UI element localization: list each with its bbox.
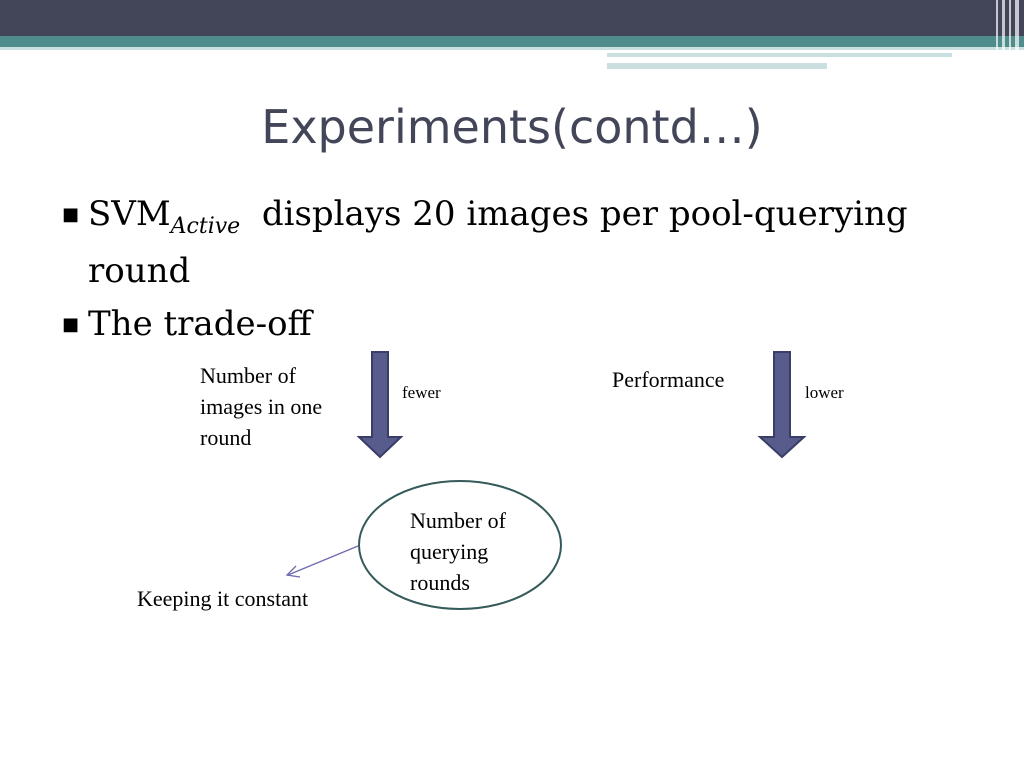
fewer-label: fewer	[402, 383, 441, 402]
header-light-bar	[0, 47, 1024, 50]
bullet-item: ■ The trade-off	[60, 302, 960, 347]
rounds-ellipse	[358, 480, 562, 610]
header-bar	[0, 0, 1024, 36]
querying-rounds-label: Number of querying rounds	[410, 508, 506, 595]
pointer-line	[287, 545, 359, 576]
header-stripe	[607, 53, 952, 57]
header-vertical-stripes	[994, 0, 1024, 70]
down-arrow-icon	[356, 351, 404, 459]
lower-label: lower	[805, 383, 844, 402]
bullet-text-suffix: displays 20 images per pool-querying rou…	[88, 194, 919, 291]
bullet-list: ■ SVMActive displays 20 images per pool-…	[60, 192, 960, 355]
header-stripe	[607, 63, 827, 69]
slide-title: Experiments(contd…)	[261, 100, 763, 154]
square-bullet-icon: ■	[62, 204, 80, 225]
bullet-item: ■ SVMActive displays 20 images per pool-…	[60, 192, 960, 294]
performance-label: Performance	[612, 367, 725, 392]
bullet-text: The trade-off	[88, 304, 312, 344]
bullet-text-subscript: Active	[170, 214, 241, 239]
header-accent-bar	[0, 36, 1024, 47]
bullet-text-prefix: SVM	[88, 194, 171, 234]
arrowhead-icon	[285, 565, 301, 578]
keeping-constant-label: Keeping it constant	[137, 586, 309, 611]
images-per-round-label: Number of images in one round	[200, 363, 323, 450]
square-bullet-icon: ■	[62, 314, 80, 335]
down-arrow-icon	[757, 351, 807, 459]
